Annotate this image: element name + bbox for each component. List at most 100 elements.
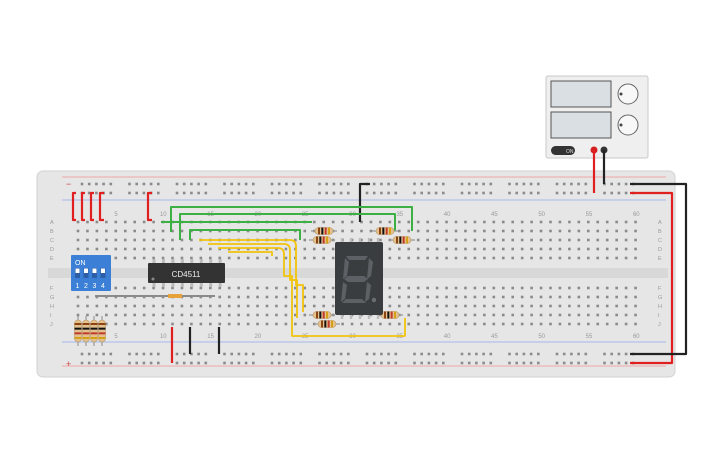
rail-hole (339, 182, 343, 186)
rail-hole (190, 352, 193, 356)
hole (558, 247, 562, 251)
hole (587, 247, 590, 251)
hole (379, 238, 382, 242)
hole (568, 229, 571, 233)
resistor-body[interactable] (375, 227, 395, 235)
green-wire-2[interactable] (170, 206, 413, 232)
resistor-group-bottom[interactable] (309, 311, 403, 328)
hole (303, 238, 307, 242)
dip-toggles[interactable] (75, 268, 106, 278)
rail-hole (460, 361, 464, 365)
resistor-band (382, 227, 385, 235)
rail-hole (467, 191, 471, 195)
rail-hole (522, 352, 526, 356)
rail-hole (277, 191, 281, 195)
hole (473, 247, 477, 251)
hole (76, 313, 80, 317)
hole (624, 286, 628, 290)
seven-segment-display[interactable] (335, 238, 383, 319)
hole (596, 238, 600, 242)
hole (237, 322, 240, 326)
hole (520, 256, 524, 260)
red-wires[interactable] (71, 150, 674, 365)
ic-chip[interactable]: CD4511 (148, 259, 225, 287)
hole (634, 238, 637, 242)
black-rail-jumper[interactable] (630, 182, 688, 356)
dip-toggle-knob[interactable] (75, 268, 80, 274)
hole (464, 238, 467, 242)
rail-hole (128, 361, 131, 365)
rail-hole (508, 182, 511, 186)
green-wire-3[interactable] (179, 213, 396, 240)
rail-hole (87, 361, 91, 365)
rail-hole (230, 182, 233, 186)
resistor-body[interactable] (312, 236, 332, 244)
rail-hole (95, 182, 98, 186)
column-number-bottom: 55 (586, 334, 593, 340)
rail-hole (197, 191, 200, 195)
hole (596, 247, 600, 251)
rail-hole (577, 352, 580, 356)
ic-body[interactable] (148, 263, 225, 283)
rail-hole (299, 352, 303, 356)
segment-pin (349, 314, 353, 319)
hole (360, 322, 363, 326)
row-letter-right: C (658, 238, 662, 244)
yellow-wires[interactable] (199, 239, 406, 337)
resistor-body[interactable] (380, 311, 400, 319)
hole (152, 313, 155, 317)
dip-toggle-knob[interactable] (92, 268, 97, 274)
hole (398, 304, 401, 308)
yellow-wire-4[interactable] (228, 251, 273, 256)
green-wire-4[interactable] (189, 229, 301, 240)
hole (95, 238, 99, 242)
hole (407, 304, 411, 308)
hole (464, 322, 467, 326)
resistor-body[interactable] (314, 227, 334, 235)
yellow-wire-2[interactable] (208, 243, 298, 318)
rail-hole (142, 182, 146, 186)
hole (549, 286, 552, 290)
hole (520, 286, 524, 290)
resistor-body[interactable] (90, 319, 98, 343)
hole (209, 247, 212, 251)
hole (426, 256, 429, 260)
black-wire-display[interactable] (358, 182, 370, 222)
green-wires[interactable] (161, 206, 413, 240)
rail-hole (365, 352, 369, 356)
hole (237, 295, 240, 299)
red-wire-1[interactable] (71, 191, 76, 222)
power-button[interactable] (551, 146, 575, 155)
hole (256, 247, 259, 251)
resistor-group-left[interactable] (74, 316, 106, 346)
small-jumper-orange[interactable] (168, 294, 182, 298)
hole (303, 322, 307, 326)
resistor-body[interactable] (392, 236, 412, 244)
resistor-body[interactable] (98, 319, 106, 343)
dip-switch-body[interactable] (71, 255, 111, 291)
resistor-body[interactable] (82, 319, 90, 343)
hole (246, 295, 250, 299)
voltage-knob[interactable] (617, 83, 639, 105)
yellow-wire-3[interactable] (218, 247, 406, 337)
hole (549, 220, 552, 224)
dip-toggle-knob[interactable] (101, 268, 105, 274)
hole (568, 256, 571, 260)
hole (360, 220, 363, 224)
red-wire-3[interactable] (89, 191, 94, 222)
power-supply[interactable]: ON (545, 75, 649, 159)
yellow-wire-1[interactable] (199, 239, 304, 312)
current-knob[interactable] (617, 114, 639, 136)
resistor-body[interactable] (312, 311, 332, 319)
red-wire-2[interactable] (80, 191, 85, 222)
resistor-body[interactable] (317, 320, 337, 328)
red-rail-jumper[interactable] (630, 191, 674, 365)
red-wire-4[interactable] (98, 191, 104, 222)
dip-toggle-knob[interactable] (84, 268, 88, 274)
resistor-body[interactable] (74, 319, 82, 343)
seven-segment-glyph (341, 256, 373, 303)
resistor-group-top[interactable] (309, 227, 415, 244)
black-wires[interactable] (188, 150, 688, 356)
red-wire-5[interactable] (146, 191, 152, 222)
